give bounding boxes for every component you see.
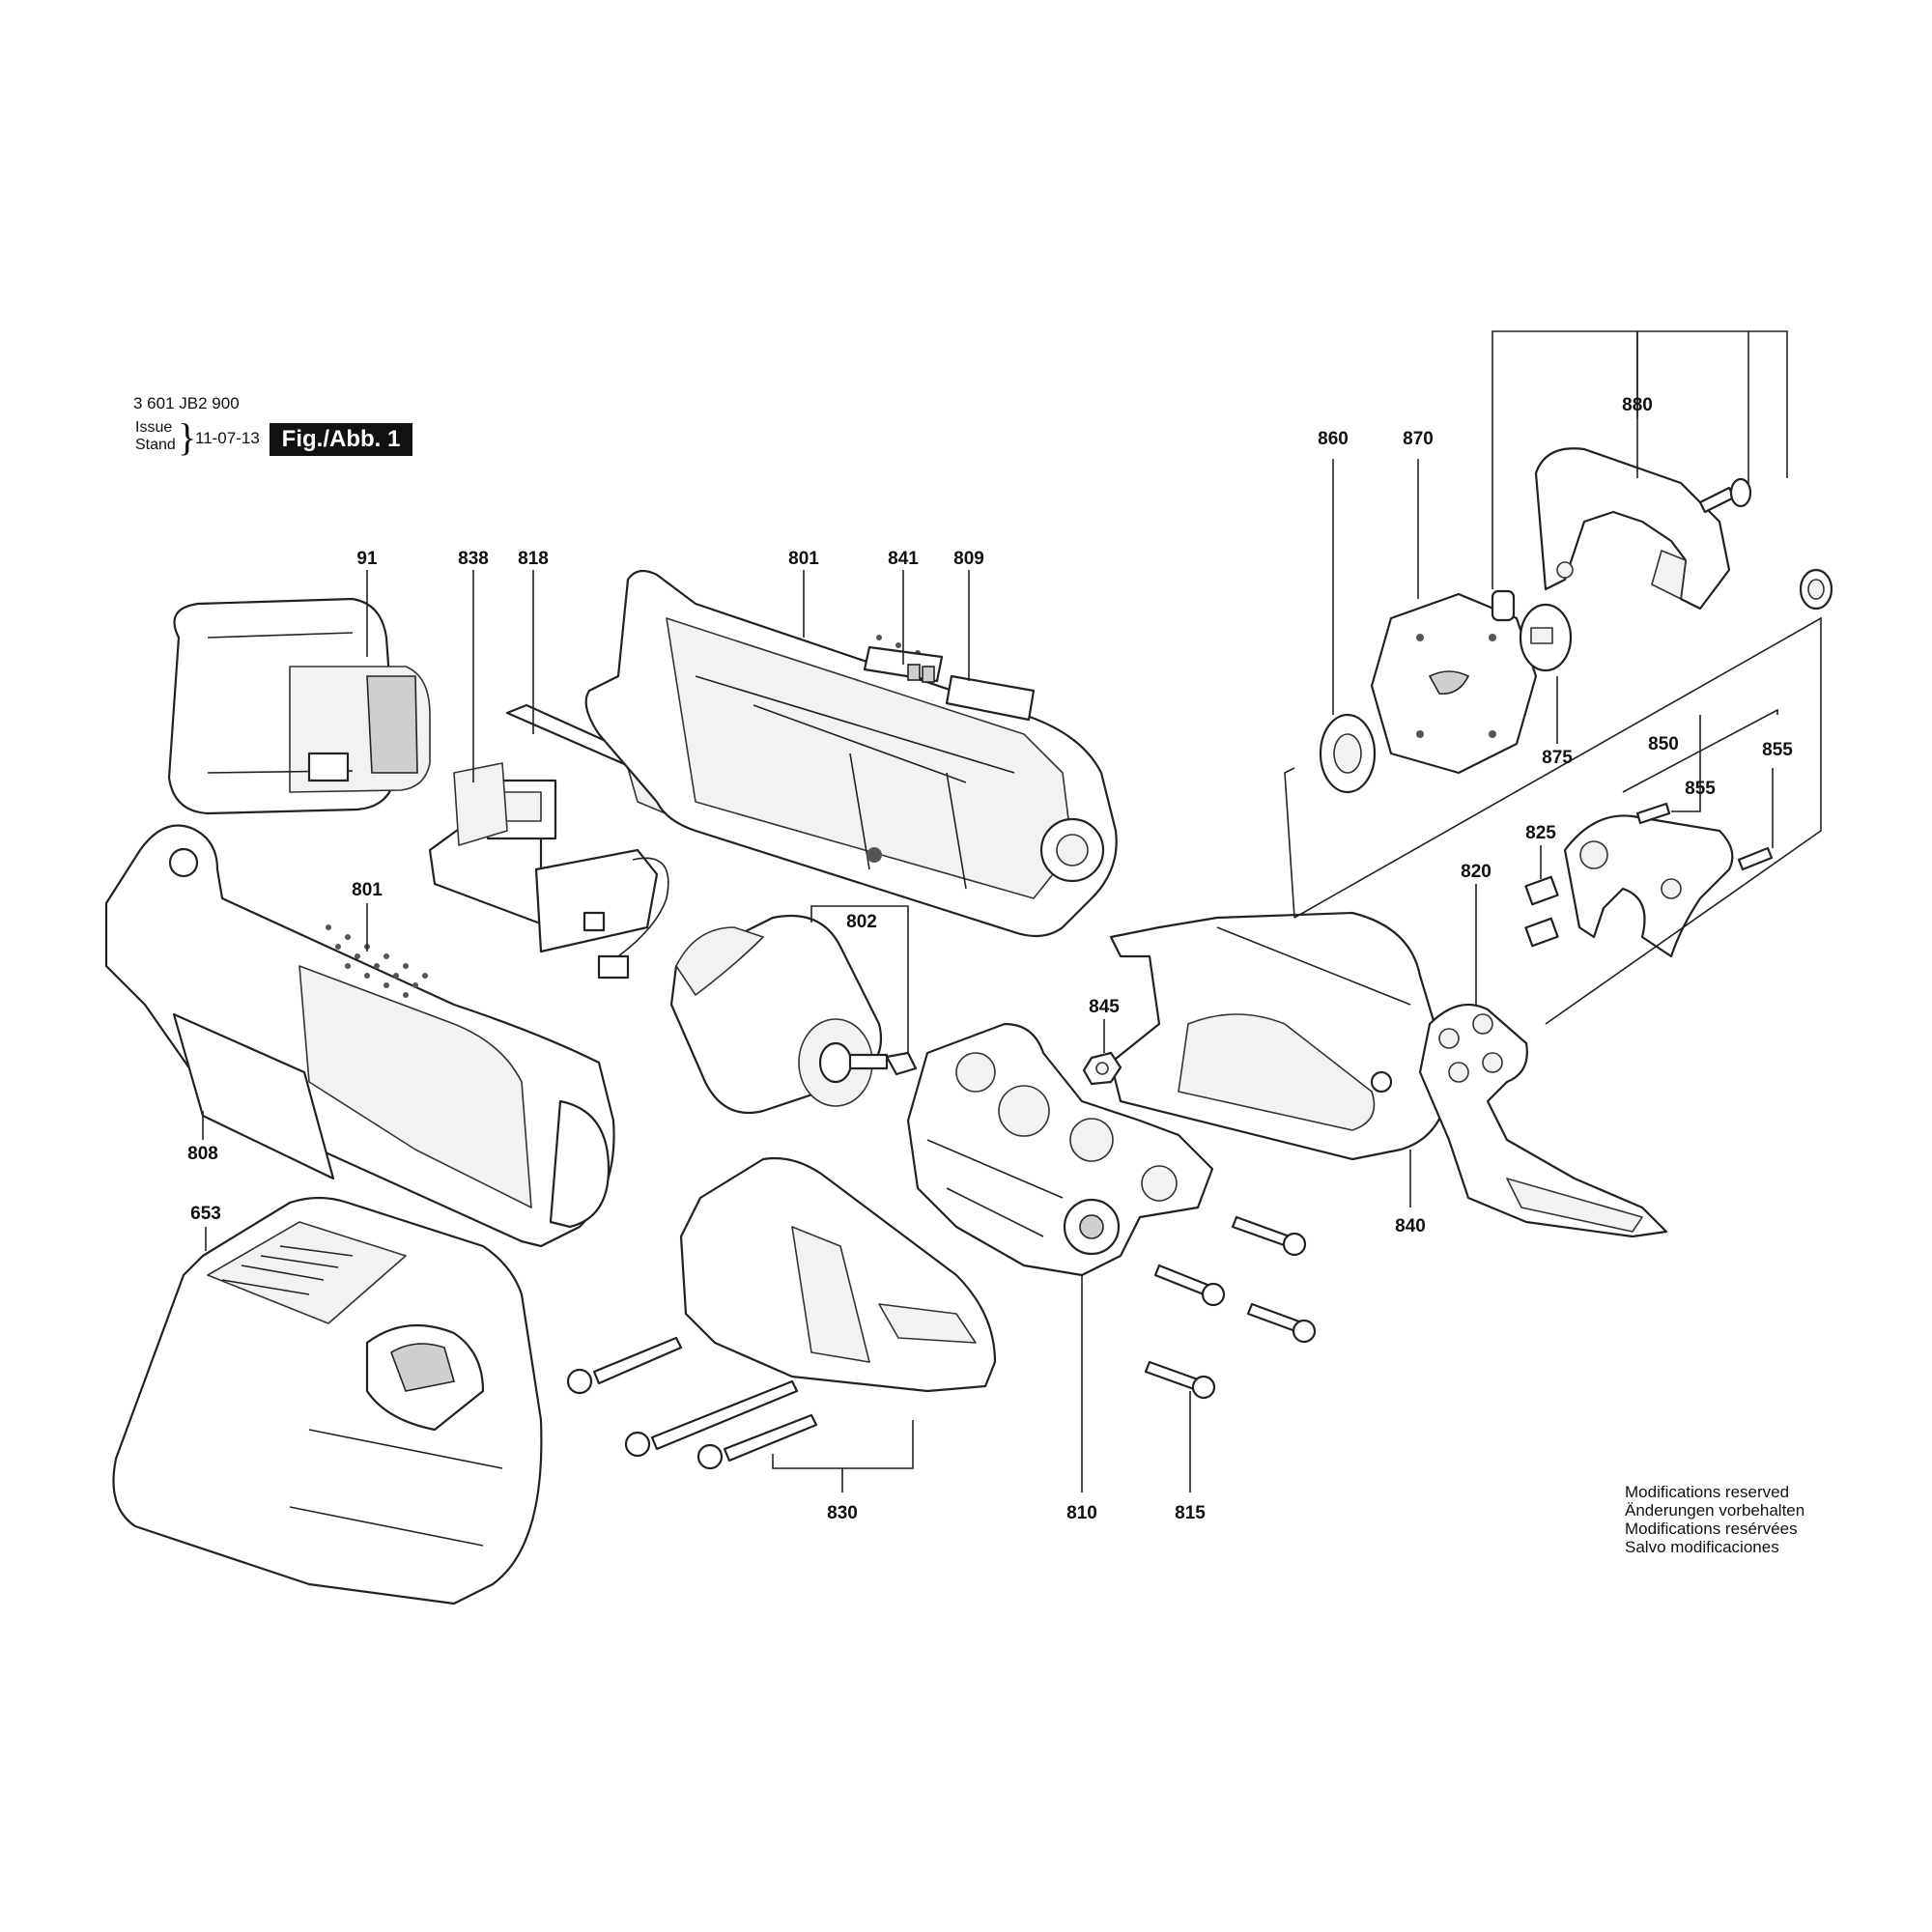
part-label-841: 841 xyxy=(888,549,919,569)
part-label-855: 855 xyxy=(1685,779,1716,799)
screws-825 xyxy=(1524,875,1559,948)
dust-attachment-820 xyxy=(1418,1003,1668,1238)
gear-head-810 xyxy=(906,1022,1214,1277)
label-808 xyxy=(172,1012,335,1180)
part-labels: 91 838 818 801 841 809 801 808 802 653 8… xyxy=(187,395,1793,1523)
switch-module-838 xyxy=(428,762,669,980)
part-label-815: 815 xyxy=(1175,1503,1206,1523)
sanding-pad-870 xyxy=(1370,592,1538,775)
notice-line: Salvo modificaciones xyxy=(1625,1538,1779,1556)
leader-lines xyxy=(202,330,1822,1492)
nameplate-809 xyxy=(945,674,1036,722)
screws-830 xyxy=(566,1336,818,1470)
screws-855 xyxy=(1635,802,1774,871)
document-number: 3 601 JB2 900 xyxy=(133,394,240,412)
part-label-825: 825 xyxy=(1525,823,1556,843)
housing-top-801 xyxy=(584,569,1118,938)
part-label-880: 880 xyxy=(1622,395,1653,415)
part-label-820: 820 xyxy=(1461,862,1492,882)
modifications-notice: Modifications reserved Änderungen vorbeh… xyxy=(1625,1483,1804,1556)
part-label-802: 802 xyxy=(846,912,877,932)
notice-line: Modifications reserved xyxy=(1625,1483,1790,1501)
bottom-cover xyxy=(679,1156,997,1393)
battery-pack-91 xyxy=(167,597,431,815)
notice-line: Modifications resérvées xyxy=(1625,1520,1798,1538)
part-label-875: 875 xyxy=(1542,748,1573,768)
part-label-830: 830 xyxy=(827,1503,858,1523)
part-label-840: 840 xyxy=(1395,1216,1426,1236)
part-label-653: 653 xyxy=(190,1204,221,1224)
part-label-870: 870 xyxy=(1403,429,1434,449)
part-label-810: 810 xyxy=(1066,1503,1097,1523)
part-label-801-top: 801 xyxy=(788,549,819,569)
housing-side-801 xyxy=(104,824,615,1248)
issue-date: 11-07-13 xyxy=(195,429,260,447)
part-label-845: 845 xyxy=(1089,997,1120,1017)
part-label-818: 818 xyxy=(518,549,549,569)
nut-845 xyxy=(1082,1051,1122,1086)
part-label-801-side: 801 xyxy=(352,880,383,900)
part-label-808: 808 xyxy=(187,1144,218,1164)
charger-653 xyxy=(112,1196,543,1605)
part-label-809: 809 xyxy=(953,549,984,569)
flange-860 xyxy=(1319,713,1377,794)
brace-icon: } xyxy=(178,415,197,459)
motor-802 xyxy=(669,914,918,1115)
issue-label: Issue xyxy=(135,419,173,436)
figure-label: Fig./Abb. 1 xyxy=(270,423,412,456)
stand-label: Stand xyxy=(135,437,176,453)
part-label-91: 91 xyxy=(356,549,378,569)
screws-815 xyxy=(1144,1215,1317,1400)
part-label-850: 850 xyxy=(1648,734,1679,754)
part-label-860: 860 xyxy=(1318,429,1349,449)
part-label-838: 838 xyxy=(458,549,489,569)
guard-bracket-850 xyxy=(1563,814,1734,958)
front-cover-840 xyxy=(1109,911,1451,1161)
notice-line: Änderungen vorbehalten xyxy=(1625,1501,1805,1520)
part-label-855: 855 xyxy=(1762,740,1793,760)
guard-set-880 xyxy=(1491,447,1833,622)
washer-875 xyxy=(1519,603,1573,672)
